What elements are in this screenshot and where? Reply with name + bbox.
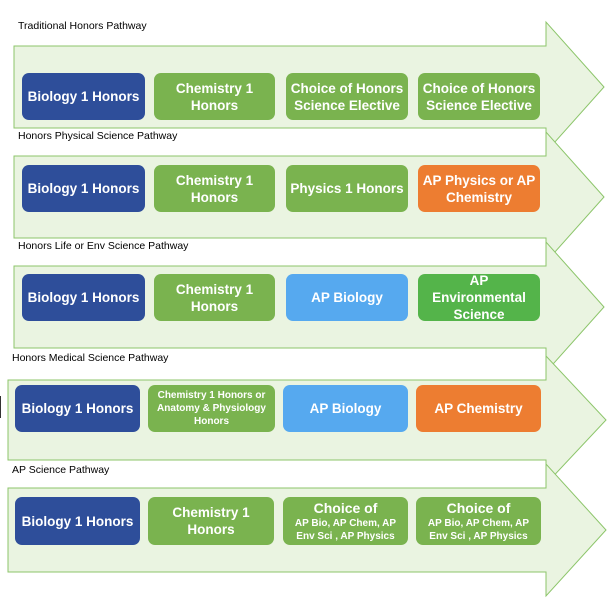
course-label: Biology 1 Honors: [21, 513, 134, 529]
course-box: Choice of Honors Science Elective: [418, 73, 540, 120]
course-label: AP Physics or AP Chemistry: [422, 172, 536, 205]
course-box: Choice of Honors Science Elective: [286, 73, 408, 120]
course-box: Chemistry 1 Honors or Anatomy & Physiolo…: [148, 385, 275, 432]
course-box: Biology 1 Honors: [15, 497, 140, 545]
course-label: Biology 1 Honors: [27, 290, 140, 305]
course-box: Chemistry 1 Honors: [154, 165, 275, 212]
pathway-title: Honors Life or Env Science Pathway: [18, 240, 189, 252]
course-label: Chemistry 1 Honors: [175, 172, 254, 205]
course-label: Chemistry 1 Honors: [175, 281, 254, 314]
course-box: Biology 1 Honors: [15, 385, 140, 432]
course-box: Chemistry 1 Honors: [148, 497, 274, 545]
course-box: Chemistry 1 Honors: [154, 73, 275, 120]
course-box: Biology 1 Honors: [22, 73, 145, 120]
course-box: AP Physics or AP Chemistry: [418, 165, 540, 212]
edge-mark: [0, 396, 1, 418]
course-label: Chemistry 1 Honors: [172, 505, 250, 537]
course-label: Biology 1 Honors: [27, 89, 140, 104]
pathway-title: Honors Physical Science Pathway: [18, 130, 178, 142]
course-label: Biology 1 Honors: [21, 401, 134, 416]
pathway-title: Traditional Honors Pathway: [18, 20, 147, 32]
course-label: Physics 1 Honors: [290, 181, 404, 196]
course-box: AP Environmental Science: [418, 273, 540, 322]
course-box: AP Chemistry: [416, 385, 541, 432]
course-label: Choice of Honors Science Elective: [290, 80, 404, 113]
course-label: Choice of: [313, 499, 378, 516]
course-label: Choice of Honors Science Elective: [422, 80, 536, 113]
course-sublabel: AP Bio, AP Chem, AP Env Sci , AP Physics: [294, 517, 397, 542]
pathway-title: Honors Medical Science Pathway: [12, 352, 169, 364]
course-sublabel: AP Bio, AP Chem, AP Env Sci , AP Physics: [427, 517, 530, 542]
course-box: Biology 1 Honors: [22, 274, 145, 321]
course-label: Choice of: [446, 499, 511, 516]
course-label: Chemistry 1 Honors or Anatomy & Physiolo…: [157, 390, 266, 427]
course-box: Chemistry 1 Honors: [154, 274, 275, 321]
course-label: AP Biology: [309, 401, 382, 416]
course-box: Physics 1 Honors: [286, 165, 408, 212]
course-label: Chemistry 1 Honors: [175, 80, 254, 113]
course-label: AP Chemistry: [434, 401, 523, 416]
course-box: Biology 1 Honors: [22, 165, 145, 212]
course-box: AP Biology: [283, 385, 408, 432]
course-label: AP Environmental Science: [432, 273, 526, 322]
pathway-title: AP Science Pathway: [12, 464, 110, 476]
course-label: AP Biology: [311, 290, 383, 305]
course-label: Biology 1 Honors: [27, 181, 140, 196]
course-box: AP Biology: [286, 274, 408, 321]
